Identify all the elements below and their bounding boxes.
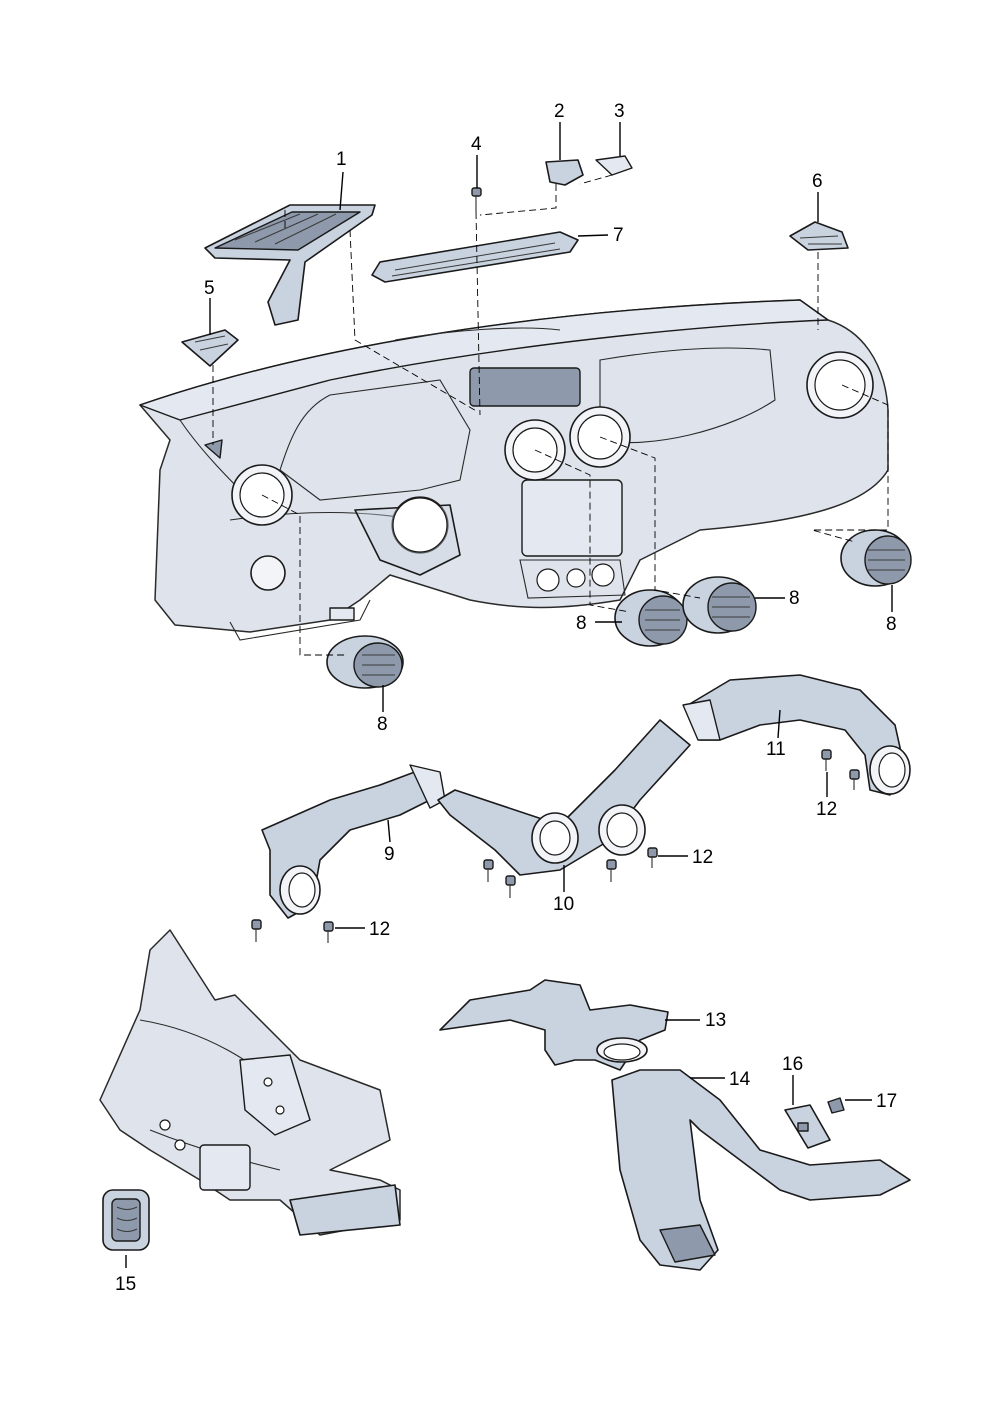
part-9-left-duct — [261, 764, 446, 919]
callout-8-right: 8 — [886, 614, 897, 635]
part-8-vent-center-right — [682, 576, 757, 634]
part-11-right-duct — [682, 674, 911, 796]
callout-8-center-right: 8 — [789, 588, 800, 609]
callout-1: 1 — [336, 149, 347, 170]
part-2-cap — [545, 159, 584, 186]
callout-15: 15 — [115, 1274, 136, 1295]
leader-lines — [125, 122, 893, 1268]
assembly-lines — [212, 174, 889, 656]
callout-14: 14 — [729, 1069, 751, 1090]
part-13-rear-duct-connector — [439, 979, 669, 1071]
callout-12-right: 12 — [816, 799, 837, 820]
part-5-speaker-cover — [181, 329, 239, 367]
screw-icon — [323, 921, 334, 943]
callout-16: 16 — [782, 1054, 803, 1075]
callout-8-lower-left: 8 — [377, 714, 388, 735]
callout-11: 11 — [766, 739, 786, 760]
part-6-speaker-cover — [789, 221, 849, 251]
part-8-vent-center-left — [614, 589, 688, 647]
screw-icon — [505, 875, 516, 898]
part-4-screw — [471, 187, 482, 212]
screw-icon — [821, 749, 832, 771]
part-3-cap — [595, 155, 633, 176]
screw-icon — [647, 847, 658, 868]
part-17-screw — [827, 1097, 845, 1114]
callout-5: 5 — [204, 278, 215, 299]
part-10-center-duct — [437, 719, 691, 876]
callout-9: 9 — [384, 844, 395, 865]
callout-17: 17 — [876, 1091, 897, 1112]
part-1-defroster-vent — [204, 204, 376, 326]
callout-6: 6 — [812, 171, 823, 192]
part-7-long-grille — [371, 231, 579, 283]
callout-13: 13 — [705, 1010, 726, 1031]
part-16-clip-plate — [784, 1104, 831, 1149]
part-8-vent-lower-left — [326, 635, 404, 689]
screw-icon — [251, 919, 262, 942]
part-14-floor-duct — [611, 1069, 911, 1271]
callout-8-center-left: 8 — [576, 613, 587, 634]
callout-3: 3 — [614, 101, 625, 122]
screw-icon — [849, 769, 860, 790]
screw-icon — [606, 859, 617, 882]
dashboard-panel — [139, 299, 889, 641]
callout-labels: 1 2 3 4 5 6 7 8 8 8 8 9 10 11 12 12 12 1… — [115, 101, 897, 1295]
part-8-vent-right — [840, 529, 912, 587]
callout-7: 7 — [613, 225, 624, 246]
screw-icon — [483, 859, 494, 882]
callout-12-center: 12 — [692, 847, 713, 868]
callout-4: 4 — [471, 134, 482, 155]
callout-2: 2 — [554, 101, 565, 122]
callout-10: 10 — [553, 894, 574, 915]
screw-set — [251, 749, 860, 943]
callout-12-left: 12 — [369, 919, 390, 940]
rear-body-panel — [99, 929, 401, 1236]
part-15-vent-grille — [102, 1189, 150, 1251]
